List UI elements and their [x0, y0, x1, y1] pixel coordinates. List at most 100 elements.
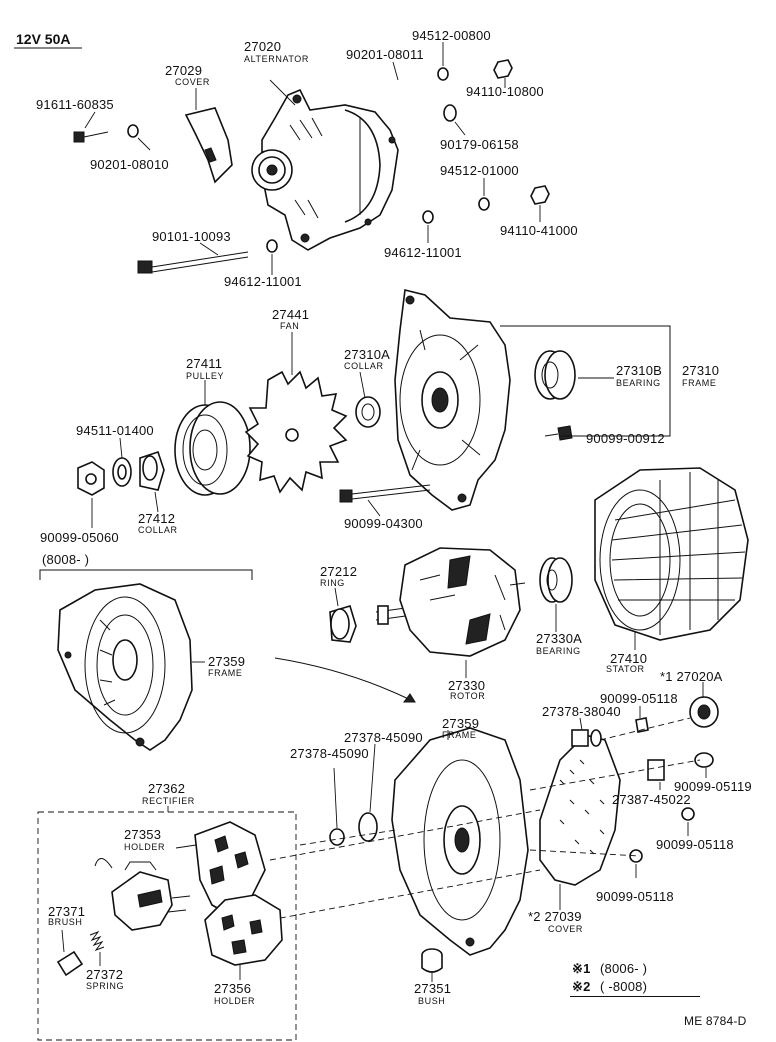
- part-number: 94612-11001: [224, 274, 302, 289]
- part-number: 27378-45090: [344, 730, 423, 745]
- part-number: 27359: [442, 716, 480, 731]
- part-number: 27351: [414, 981, 452, 996]
- part-number: 27410: [610, 651, 648, 666]
- part-number: 90201-08011: [346, 47, 424, 62]
- note-mark: ※2: [572, 979, 591, 994]
- part-number: 90099-05118: [600, 691, 678, 706]
- part-number: 27020: [244, 39, 282, 54]
- part-name: COVER: [548, 924, 584, 934]
- part-name: SPRING: [86, 981, 125, 991]
- part-name: COVER: [175, 77, 211, 87]
- part-number: 27330: [448, 678, 486, 693]
- assembly-dashed-lines: [269, 717, 701, 921]
- part-number: 27353: [124, 827, 162, 842]
- holder-27356-drawing: [204, 894, 283, 980]
- part-name: FAN: [280, 321, 300, 331]
- part-number: 94110-41000: [500, 223, 578, 238]
- part-number: 94110-10800: [466, 84, 544, 99]
- part-number: 27362: [148, 781, 186, 796]
- brush-27371-drawing: [56, 929, 84, 977]
- rotor-drawing: [375, 547, 526, 657]
- part-number: 90179-06158: [440, 137, 519, 152]
- part-number: 90099-05118: [596, 889, 674, 904]
- note-underline: [570, 996, 700, 997]
- arrow-head: [403, 693, 416, 703]
- part-number: 94612-11001: [384, 245, 462, 260]
- part-number: 27330A: [536, 631, 583, 646]
- note-mark: ※1: [572, 961, 591, 976]
- spring-27372-drawing: [89, 930, 105, 966]
- part-name: FRAME: [682, 378, 717, 388]
- part-number: 27310B: [616, 363, 663, 378]
- date-range-label: (8008- ): [42, 552, 90, 567]
- part-name: BUSH: [418, 996, 446, 1006]
- part-number: 90099-05119: [674, 779, 752, 794]
- rectifier-box: [37, 811, 297, 1041]
- part-number: 27212: [320, 564, 358, 579]
- part-number: 90101-10093: [152, 229, 231, 244]
- ring-leader: [334, 587, 339, 607]
- part-number: 27029: [165, 63, 203, 78]
- alternator-assembly-drawing: [251, 88, 399, 251]
- part-name: FRAME: [442, 730, 477, 740]
- part-number: 27372: [86, 967, 124, 982]
- part-number: 27441: [272, 307, 310, 322]
- frame-bracket: [500, 325, 671, 437]
- note-text: (8006- ): [600, 961, 648, 976]
- part-name: RECTIFIER: [142, 796, 195, 806]
- bearing-27310B: [534, 350, 576, 400]
- rear-frame-center-drawing: [391, 727, 529, 956]
- part-name: ROTOR: [450, 691, 486, 701]
- drive-end-frame-drawing: [394, 289, 511, 511]
- cover-vents: [204, 147, 217, 163]
- part-name: COLLAR: [344, 361, 384, 371]
- part-number: 27310: [682, 363, 720, 378]
- part-name: ALTERNATOR: [244, 54, 310, 64]
- stator-drawing: [594, 467, 749, 641]
- part-number: 90099-05118: [656, 837, 734, 852]
- ring-27212: [329, 605, 357, 643]
- part-name: RING: [320, 578, 345, 588]
- leader-lines-top: [84, 42, 541, 275]
- spec-label: 12V 50A: [16, 31, 71, 47]
- part-number: 94512-01000: [440, 163, 519, 178]
- part-number: 91611-60835: [36, 97, 114, 112]
- bush-27351: [421, 948, 443, 973]
- part-name: BEARING: [616, 378, 661, 388]
- part-number: 27378-45090: [290, 746, 369, 761]
- part-number: 27411: [186, 356, 223, 371]
- leader-lines-bottom: [333, 682, 707, 878]
- bearing-27330A: [539, 557, 573, 603]
- date-bracket: [39, 569, 253, 580]
- part-name: COLLAR: [138, 525, 178, 535]
- arrow-line: [274, 657, 416, 703]
- part-name: HOLDER: [124, 842, 166, 852]
- collar-27310A: [355, 396, 381, 428]
- part-number: 27371: [48, 904, 86, 919]
- part-name: BEARING: [536, 646, 581, 656]
- part-number: *1 27020A: [660, 669, 723, 684]
- pulley-drawing: [174, 401, 251, 496]
- part-name: HOLDER: [214, 996, 256, 1006]
- part-name: FRAME: [208, 668, 243, 678]
- part-number: 27359: [208, 654, 246, 669]
- part-name: PULLEY: [186, 371, 225, 381]
- nut-washer-collar: [77, 450, 165, 496]
- part-number: 94512-00800: [412, 28, 491, 43]
- part-name: STATOR: [606, 664, 645, 674]
- small-hardware-bottom: [329, 696, 719, 863]
- rear-frame-left-drawing: [57, 583, 193, 751]
- brush-holder-drawing: [94, 858, 191, 931]
- screw-90099-00912: [544, 425, 573, 441]
- part-number: 27378-38040: [542, 704, 621, 719]
- part-number: 27412: [138, 511, 176, 526]
- part-number: 27310A: [344, 347, 391, 362]
- part-number: 94511-01400: [76, 423, 154, 438]
- rectifier-cover-drawing: [539, 734, 621, 886]
- cover-drawing: [184, 107, 233, 184]
- part-number: 90099-05060: [40, 530, 119, 545]
- top-fasteners: [73, 59, 550, 274]
- drawing-code: ME 8784-D: [684, 1014, 747, 1028]
